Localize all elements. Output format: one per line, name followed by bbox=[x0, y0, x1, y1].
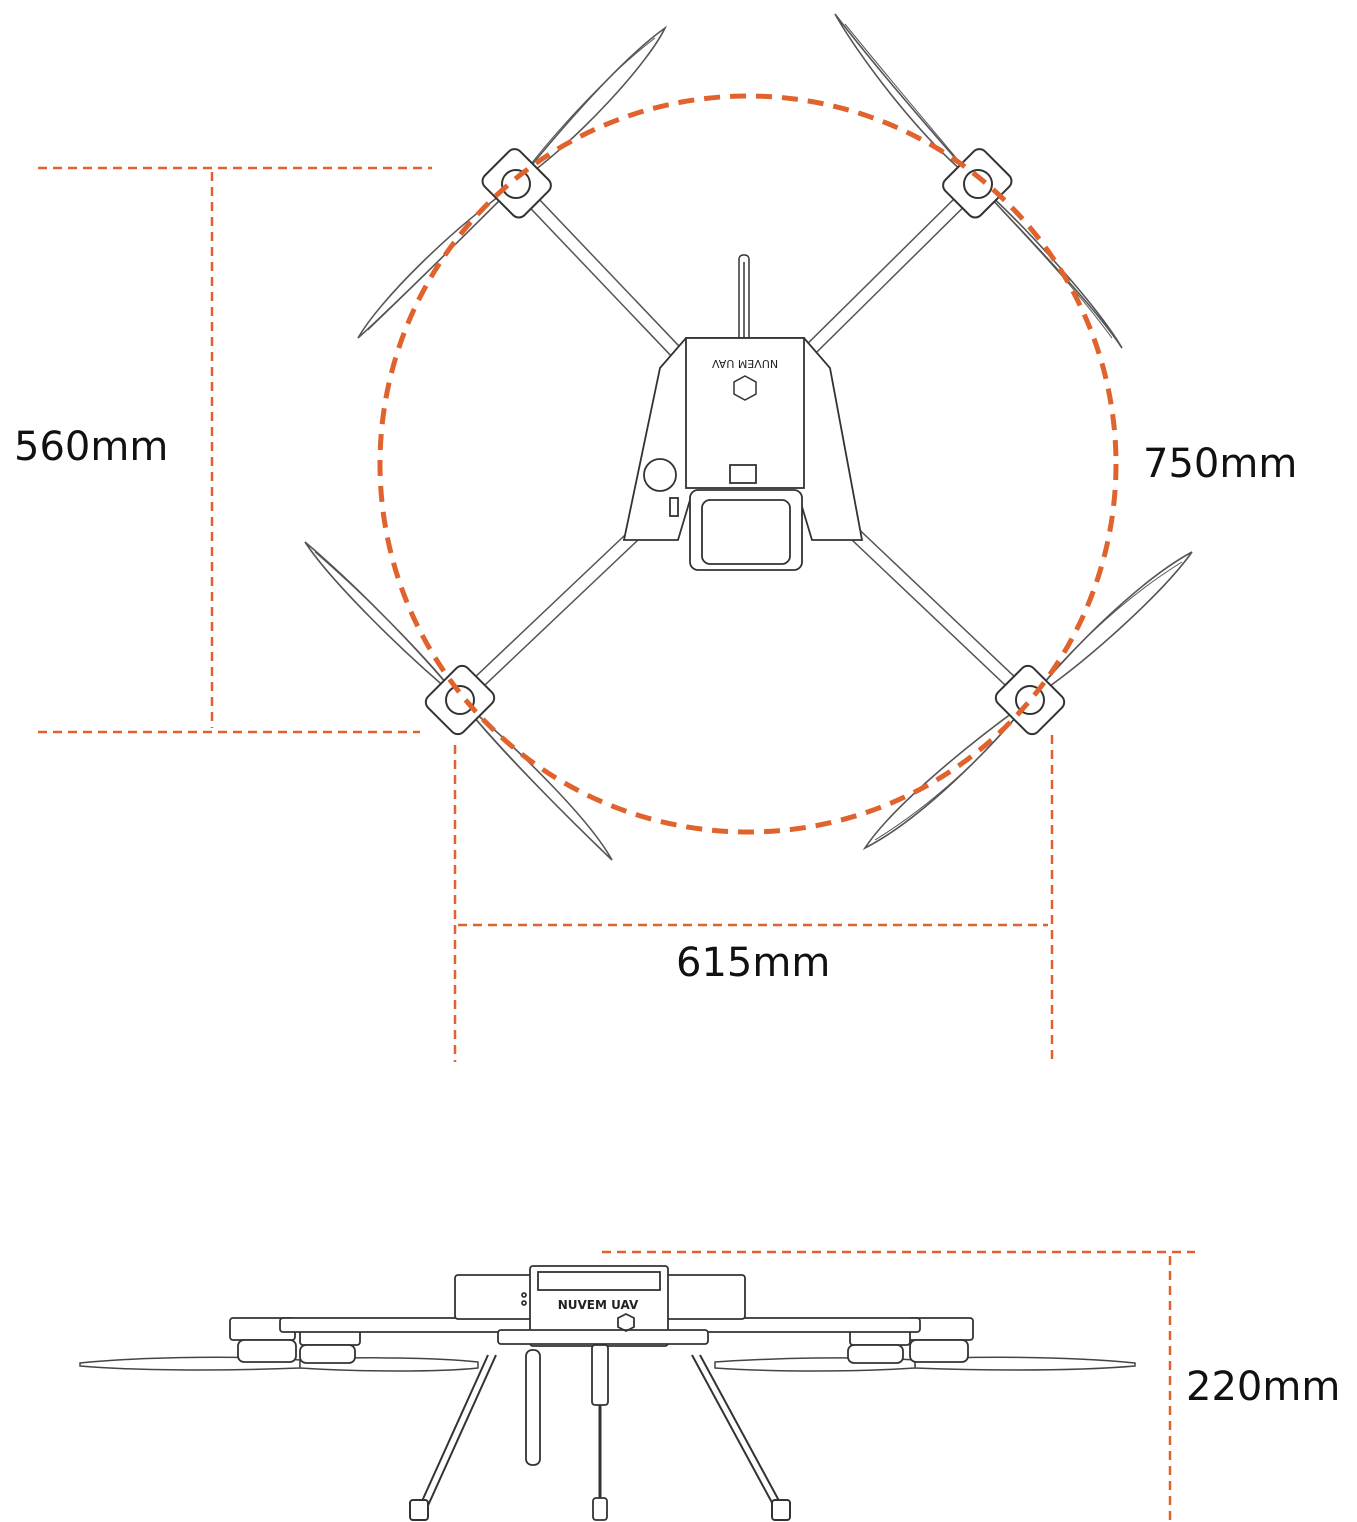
height-dimension-lines bbox=[38, 166, 432, 734]
motors-side bbox=[229, 1317, 974, 1364]
arms bbox=[455, 179, 1035, 706]
height-label-top: 560mm bbox=[14, 424, 168, 470]
antenna-top bbox=[738, 254, 750, 346]
diagonal-wheelbase-circle bbox=[377, 93, 1119, 835]
side-height-dimension-lines bbox=[602, 1250, 1195, 1522]
width-label-top: 615mm bbox=[676, 940, 830, 986]
drone-top-view: NUVEM UAV bbox=[304, 13, 1193, 861]
nuvem-hexagon-logo-icon bbox=[617, 1312, 635, 1333]
width-dimension-lines bbox=[453, 735, 1054, 1062]
nuvem-hexagon-logo-icon bbox=[733, 375, 757, 401]
body-logo-top: NUVEM UAV bbox=[711, 357, 778, 370]
body-logo-side: NUVEM UAV bbox=[558, 1298, 639, 1312]
body-top bbox=[622, 337, 864, 571]
landing-gear bbox=[409, 1354, 791, 1521]
antennas-side bbox=[525, 1344, 609, 1521]
height-label-side: 220mm bbox=[1186, 1364, 1340, 1410]
body-side bbox=[454, 1265, 746, 1347]
diagonal-wheelbase-label: 750mm bbox=[1143, 441, 1297, 487]
drone-side-view: NUVEM UAV bbox=[79, 1265, 1136, 1521]
